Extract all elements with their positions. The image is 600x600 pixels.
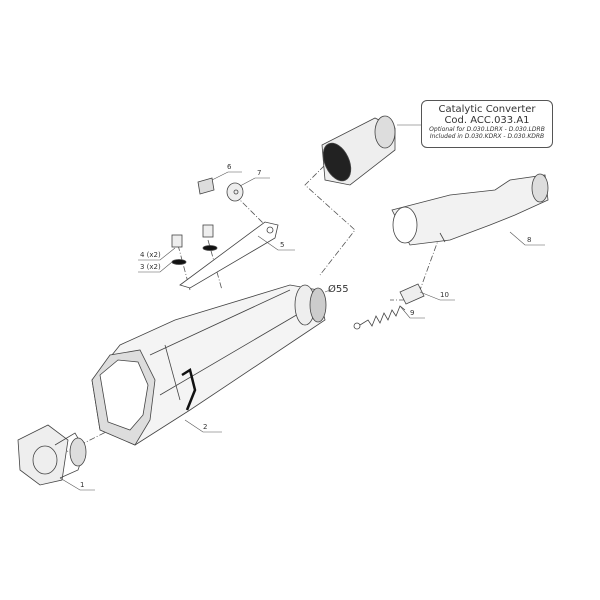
part-5-bracket [179, 221, 279, 289]
catalytic-converter [321, 115, 396, 186]
part-label-8: 8 [527, 236, 532, 244]
part-label-3: 3 (x2) [140, 263, 161, 271]
part-label-2: 2 [203, 423, 208, 431]
part-label-7: 7 [257, 169, 262, 177]
leader-lines [59, 124, 545, 491]
part-label-6: 6 [227, 163, 232, 171]
part-9-spring [353, 305, 406, 330]
part-label-10: 10 [440, 291, 449, 299]
part-7-grommet [226, 182, 244, 202]
callout-included: Included in D.030.KDRX - D.030.KDRB [429, 133, 545, 140]
part-8-link-pipe [391, 173, 549, 246]
callout-title: Catalytic Converter [438, 104, 536, 115]
catalytic-converter-callout: Catalytic Converter Cod. ACC.033.A1 Opti… [421, 100, 553, 148]
part-3-4-fasteners [171, 224, 218, 265]
callout-code: Cod. ACC.033.A1 [444, 115, 530, 126]
diameter-label: Ø55 [328, 284, 349, 295]
part-10-sleeve [399, 283, 425, 305]
part-label-4: 4 (x2) [140, 251, 161, 259]
part-2-silencer [91, 284, 327, 446]
callout-optional: Optional for D.030.LDRX - D.030.LDRB [429, 126, 545, 133]
part-label-1: 1 [80, 481, 85, 489]
part-label-9: 9 [410, 309, 415, 317]
part-label-5: 5 [280, 241, 285, 249]
part-6-screw [197, 177, 215, 195]
part-1-end-cap [17, 424, 87, 486]
